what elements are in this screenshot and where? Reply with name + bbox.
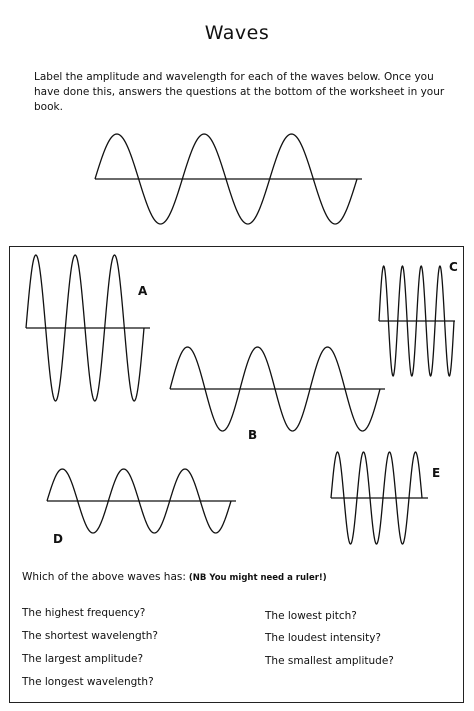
- wave-c: [378, 265, 455, 377]
- wave-label-c: C: [449, 260, 458, 274]
- page-title: Waves: [204, 22, 270, 44]
- example-wave: [94, 133, 362, 225]
- wave-curve: [46, 468, 232, 534]
- wave-label-b: B: [248, 428, 258, 442]
- wave-curve: [94, 133, 358, 225]
- wave-curve: [169, 346, 381, 432]
- wave-curve: [25, 254, 145, 402]
- question-item: The shortest wavelength?: [22, 630, 158, 642]
- waves-panel: [9, 246, 464, 703]
- question-intro: Which of the above waves has:(NB You mig…: [22, 571, 327, 583]
- question-item: The lowest pitch?: [265, 610, 357, 622]
- wave-label-a: A: [138, 284, 148, 298]
- wave-a: [25, 254, 150, 402]
- question-item: The longest wavelength?: [22, 676, 154, 688]
- ruler-note: (NB You might need a ruler!): [188, 573, 327, 583]
- question-item: The loudest intensity?: [265, 632, 382, 644]
- question-item: The highest frequency?: [22, 607, 146, 619]
- question-item: The largest amplitude?: [22, 653, 144, 665]
- wave-label-e: E: [432, 466, 441, 480]
- wave-label-d: D: [53, 532, 63, 546]
- wave-e: [330, 451, 428, 545]
- instructions-text: Label the amplitude and wavelength for e…: [34, 71, 445, 113]
- wave-b: [169, 346, 385, 432]
- wave-curve: [378, 265, 455, 377]
- wave-d: [46, 468, 236, 534]
- wave-curve: [330, 451, 423, 545]
- question-item: The smallest amplitude?: [265, 655, 394, 667]
- question-intro-text: Which of the above waves has:: [22, 571, 186, 583]
